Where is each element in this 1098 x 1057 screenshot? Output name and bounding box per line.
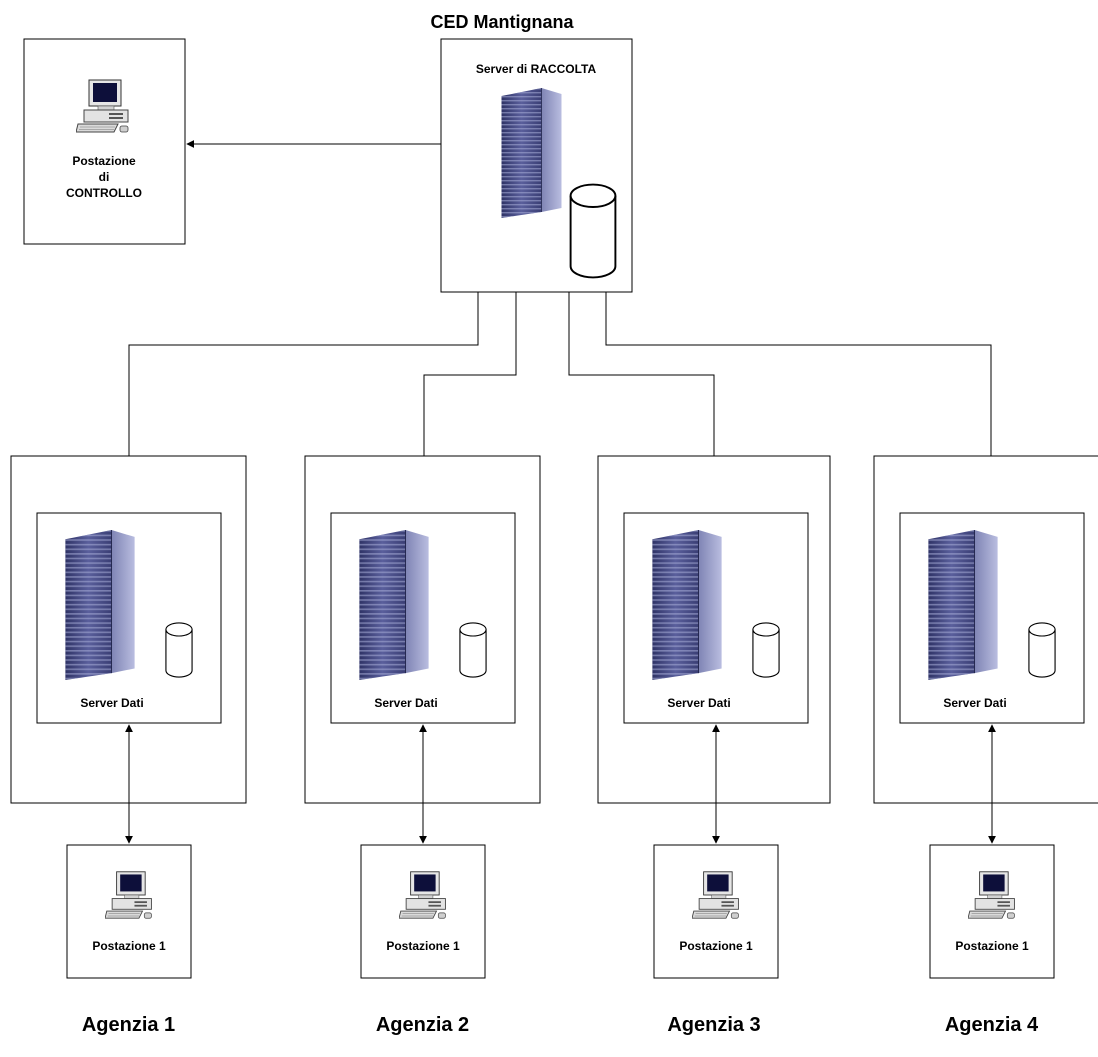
backbone-connections [128,292,992,456]
control-label-line-1: Postazione [72,154,136,168]
control-label-line-3: CONTROLLO [66,186,142,200]
server-tower-icon [359,530,429,680]
workstation-label: Postazione 1 [955,939,1029,953]
workstation-label: Postazione 1 [679,939,753,953]
database-cylinder-icon [569,183,617,279]
central-server-label: Server di RACCOLTA [476,62,597,76]
data-server-label: Server Dati [943,696,1006,710]
link-agenzia-1 [128,292,479,456]
agency-name: Agenzia 4 [945,1014,1039,1036]
database-cylinder-icon [752,622,780,678]
data-server-label: Server Dati [667,696,730,710]
link-agenzia-3 [568,292,715,456]
database-cylinder-icon [1028,622,1056,678]
agency-name: Agenzia 1 [82,1014,175,1036]
workstation-label: Postazione 1 [92,939,166,953]
database-cylinder-icon [165,622,193,678]
control-label-line-2: di [99,170,110,184]
central-server: Server di RACCOLTA [440,38,633,293]
data-server-label: Server Dati [374,696,437,710]
server-tower-icon [928,530,998,680]
link-agenzia-4 [605,292,992,456]
server-tower-icon [500,88,563,218]
workstation-label: Postazione 1 [386,939,460,953]
link-agenzia-2 [423,292,517,456]
database-cylinder-icon [459,622,487,678]
diagram-title: CED Mantignana [430,12,574,32]
control-station: Postazione di CONTROLLO [23,38,186,245]
agency-name: Agenzia 3 [667,1014,760,1036]
data-server-label: Server Dati [80,696,143,710]
server-tower-icon [65,530,135,680]
server-tower-icon [652,530,722,680]
agency-name: Agenzia 2 [376,1014,469,1036]
